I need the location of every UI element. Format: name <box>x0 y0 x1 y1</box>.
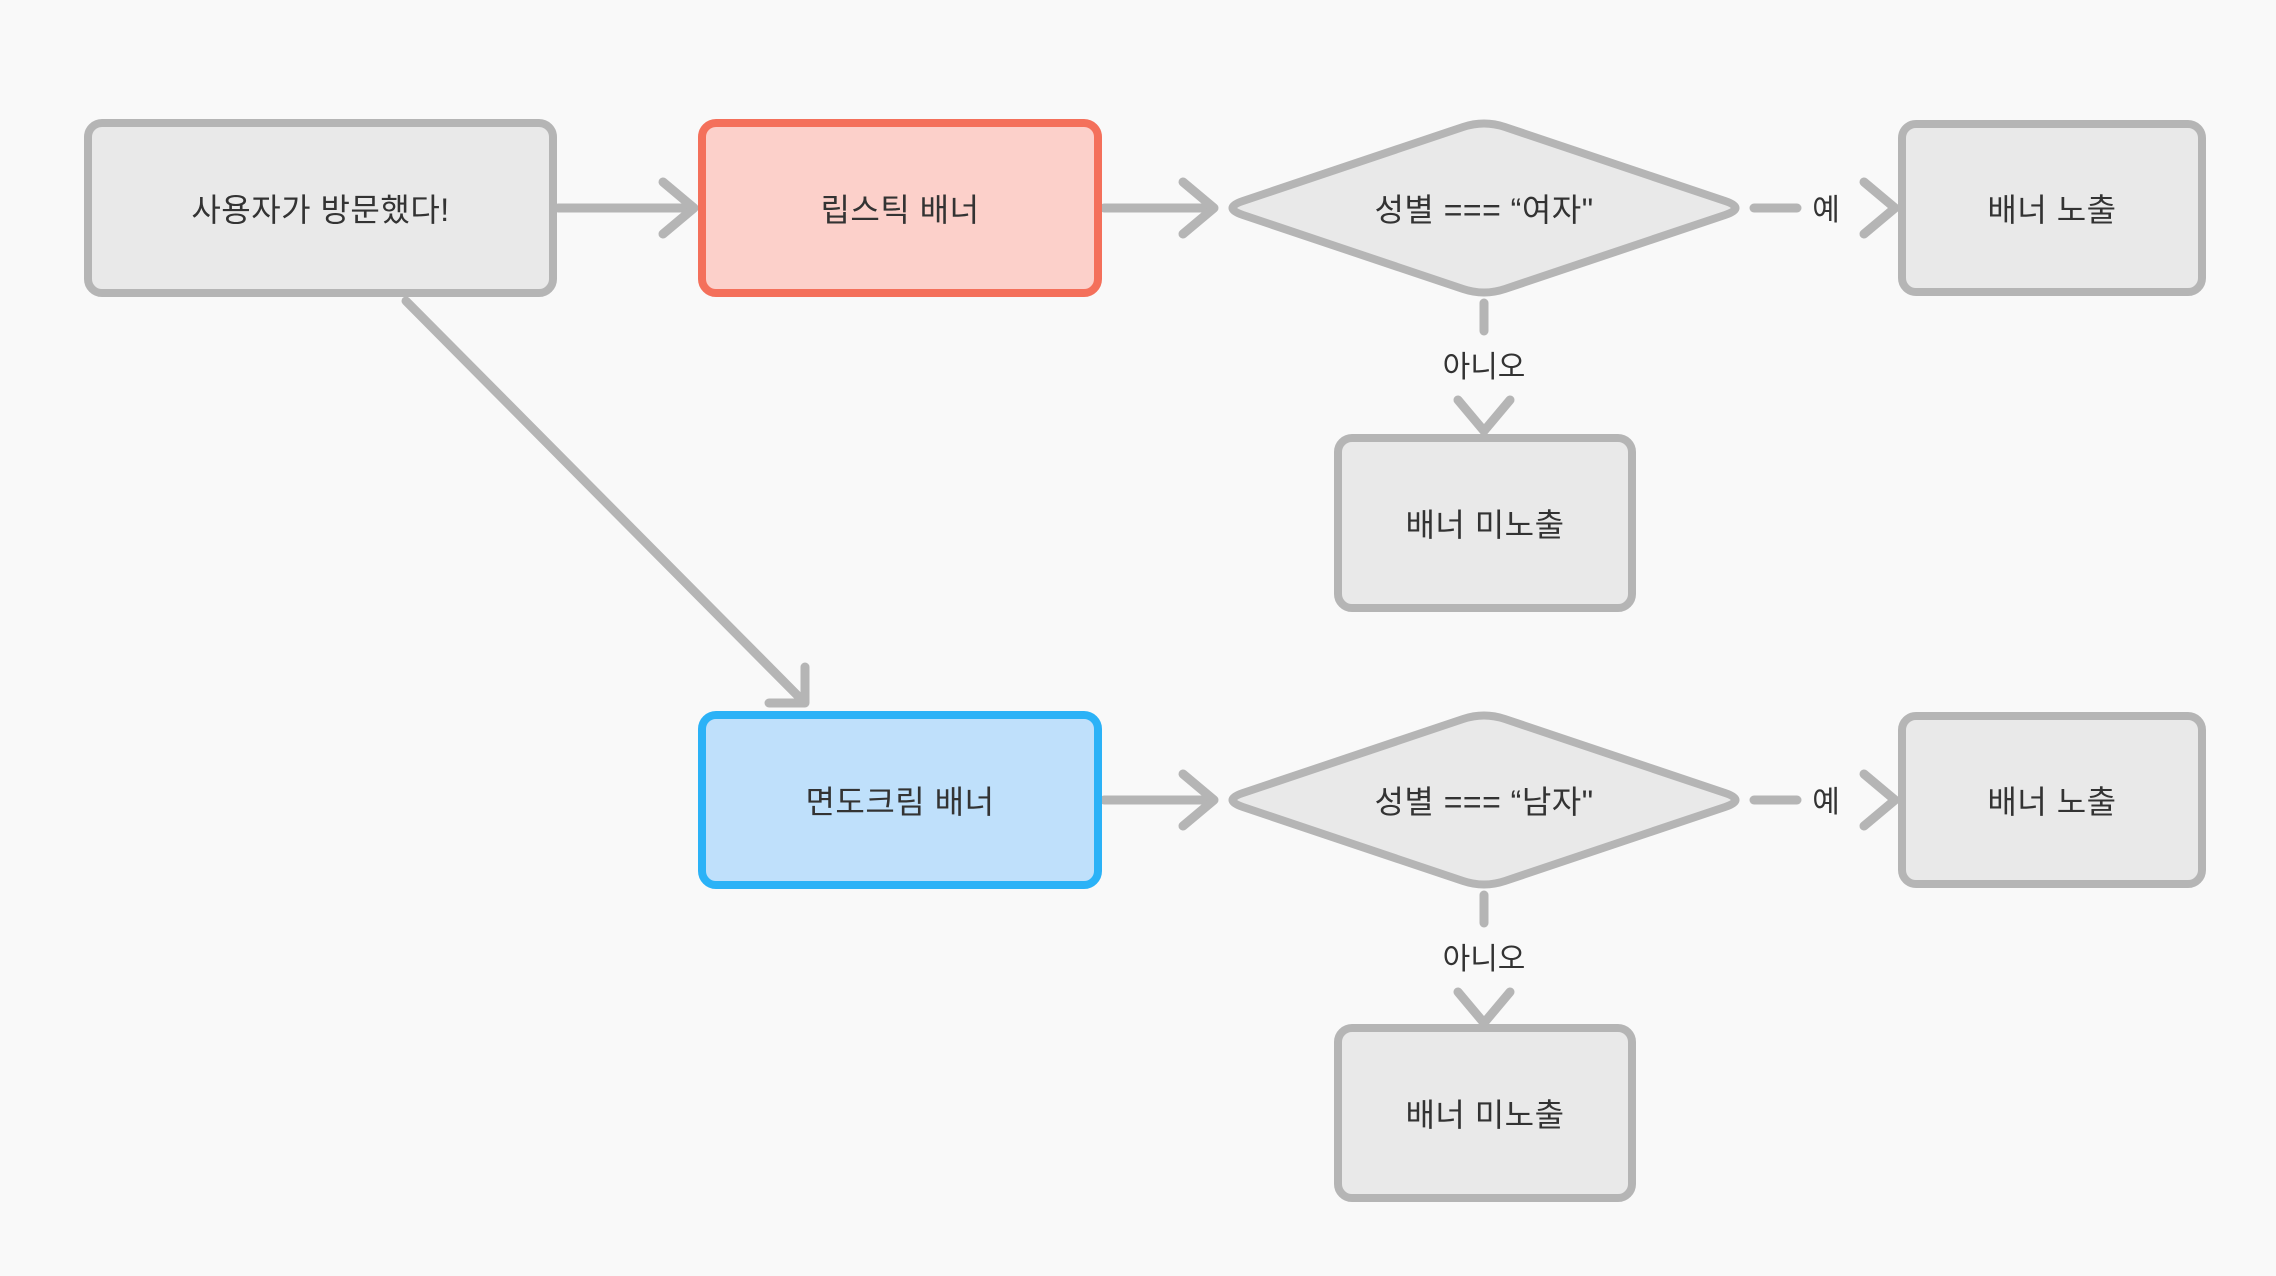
arrowhead-icon <box>1859 769 1900 831</box>
node-banner-hidden-2-box <box>1334 1024 1636 1202</box>
arrowhead-icon <box>1453 987 1515 1028</box>
edge-start-to-lipstick <box>553 177 699 239</box>
node-banner-hidden-1-box <box>1334 434 1636 612</box>
edge-female-check-to-banner-shown <box>1749 177 1900 239</box>
node-banner-shown-2-box <box>1898 712 2206 888</box>
arrowhead-icon <box>1178 769 1219 831</box>
node-start-box <box>84 119 557 297</box>
node-banner-shown-1-box <box>1898 120 2206 296</box>
arrowhead-icon <box>1859 177 1900 239</box>
arrowhead-icon <box>1178 177 1219 239</box>
node-shaving-cream-banner-box <box>698 711 1102 889</box>
node-lipstick-banner-box <box>698 119 1102 297</box>
arrowhead-icon <box>764 662 810 708</box>
edge-male-check-to-banner-hidden <box>1453 890 1515 1028</box>
arrowhead-icon <box>1453 395 1515 436</box>
arrowhead-icon <box>658 177 699 239</box>
edge-male-check-to-banner-shown <box>1749 769 1900 831</box>
edge-lipstick-to-female-check <box>1099 177 1219 239</box>
node-male-check-diamond <box>1228 711 1740 889</box>
edge-line <box>401 296 808 706</box>
edge-female-check-to-banner-hidden <box>1453 298 1515 436</box>
edge-start-to-shaving <box>401 296 810 708</box>
edge-shaving-to-male-check <box>1099 769 1219 831</box>
node-female-check-diamond <box>1228 119 1740 297</box>
